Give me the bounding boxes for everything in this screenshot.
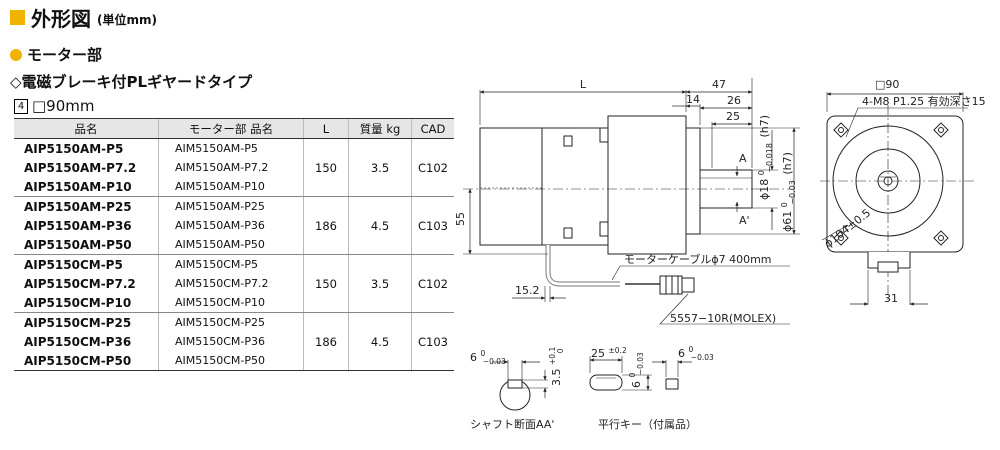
col-header: モーター部 品名 — [158, 118, 304, 139]
mass-cell: 4.5 — [348, 196, 412, 255]
length-cell: 186 — [303, 196, 349, 255]
product-name-cell: AIP5150CM-P36 — [24, 334, 132, 349]
key-caption: 平行キー（付属品） — [598, 418, 697, 431]
cad-cell: C103 — [411, 196, 454, 255]
product-name-cell: AIP5150CM-P5 — [24, 257, 123, 272]
title-marker-icon — [10, 9, 25, 25]
length-cell: 150 — [303, 254, 349, 313]
motor-name-cell: AIM5150AM-P25 — [158, 196, 304, 216]
col-header: 質量 kg — [348, 118, 412, 139]
dim-14: 14 — [686, 93, 700, 106]
cad-cell: C102 — [411, 254, 454, 313]
frame-number-box: 4 — [14, 98, 28, 114]
type-subtitle: ◇電磁ブレーキ付PLギヤードタイプ — [10, 73, 253, 91]
dim-pilot-dia: ϕ61 0 −0.03 (h7) — [777, 152, 798, 232]
shaft-section-caption: シャフト断面AA' — [470, 417, 554, 431]
motor-name-cell: AIM5150CM-P50 — [158, 351, 304, 371]
product-name-cell: AIP5150AM-P50 — [14, 235, 159, 255]
dim-square-90: □90 — [875, 78, 899, 91]
frame-size-text: □90mm — [32, 97, 95, 115]
dim-55: 55 — [454, 212, 467, 226]
section-mark-A: A — [739, 152, 747, 165]
tap-label: 4-M8 P1.25 有効深さ15 — [862, 94, 986, 108]
motor-name-cell: AIM5150CM-P5 — [158, 254, 304, 274]
front-view — [820, 92, 975, 306]
cad-cell: C103 — [411, 312, 454, 371]
motor-name-cell: AIM5150AM-P36 — [158, 216, 304, 235]
page-title: 外形図 (単位mm) — [10, 4, 157, 31]
product-name-cell: AIP5150CM-P25 — [24, 315, 132, 330]
side-view — [463, 78, 800, 325]
motor-name-cell: AIM5150CM-P7.2 — [158, 274, 304, 293]
mass-cell: 3.5 — [348, 254, 412, 313]
section-heading: モーター部 — [10, 44, 102, 65]
motor-name-cell: AIM5150CM-P25 — [158, 312, 304, 332]
table-row: AIP5150AM-P36 AIM5150AM-P36 — [14, 216, 454, 235]
table-row: AIP5150CM-P7.2 AIM5150CM-P7.2 — [14, 274, 454, 293]
col-header: 品名 — [14, 118, 159, 139]
section-mark-A2: A' — [739, 214, 750, 227]
frame-size-label: 4 □90mm — [14, 97, 94, 115]
dim-47: 47 — [712, 78, 726, 91]
shaft-key-depth: 3.5 +0.1 0 — [545, 343, 565, 386]
cable-label: モーターケーブルϕ7 400mm — [624, 252, 772, 266]
product-name-cell: AIP5150CM-P50 — [14, 351, 159, 371]
key-height: 6 0 −0.03 — [625, 352, 645, 388]
key-length: 25 ±0.2 — [591, 346, 627, 360]
title-text: 外形図 — [31, 6, 91, 31]
product-name-cell: AIP5150AM-P5 — [24, 141, 124, 156]
motor-name-cell: AIM5150CM-P10 — [158, 293, 304, 313]
product-name-cell: AIP5150AM-P10 — [14, 177, 159, 197]
motor-name-cell: AIM5150AM-P5 — [158, 138, 304, 158]
cad-cell: C102 — [411, 138, 454, 197]
product-name-cell: AIP5150AM-P25 — [24, 199, 132, 214]
dim-25: 25 — [726, 110, 740, 123]
mass-cell: 3.5 — [348, 138, 412, 197]
dim-shaft-dia: ϕ18 0 −0.018 (h7) — [754, 115, 775, 200]
product-name-cell: AIP5150AM-P7.2 — [24, 160, 137, 175]
key-width: 6 0 −0.03 — [678, 342, 714, 362]
mass-cell: 4.5 — [348, 312, 412, 371]
connector-label: 5557−10R(MOLEX) — [670, 312, 776, 325]
title-unit: (単位mm) — [97, 12, 157, 27]
bullet-dot-icon — [10, 48, 22, 61]
section-text: モーター部 — [27, 46, 103, 64]
dim-L: L — [580, 78, 587, 91]
col-header: CAD — [411, 118, 454, 139]
dim-15-2: 15.2 — [515, 284, 540, 297]
product-name-cell: AIP5150CM-P10 — [14, 293, 159, 313]
col-header: L — [303, 118, 349, 139]
motor-name-cell: AIM5150CM-P36 — [158, 332, 304, 351]
dim-26: 26 — [727, 94, 741, 107]
shaft-key-width: 6 0 −0.03 — [470, 346, 506, 366]
table-row: AIP5150CM-P36 AIM5150CM-P36 — [14, 332, 454, 351]
dim-31: 31 — [884, 292, 898, 305]
table-row: AIP5150AM-P7.2 AIM5150AM-P7.2 — [14, 158, 454, 177]
motor-name-cell: AIM5150AM-P7.2 — [158, 158, 304, 177]
length-cell: 186 — [303, 312, 349, 371]
shaft-section-view — [492, 360, 548, 411]
motor-name-cell: AIM5150AM-P10 — [158, 177, 304, 197]
product-name-cell: AIP5150CM-P7.2 — [24, 276, 136, 291]
product-name-cell: AIP5150AM-P36 — [24, 218, 132, 233]
motor-name-cell: AIM5150AM-P50 — [158, 235, 304, 255]
length-cell: 150 — [303, 138, 349, 197]
parallel-key-view — [589, 356, 692, 391]
table-header-row: 品名 モーター部 品名 L 質量 kg CAD — [14, 118, 454, 139]
